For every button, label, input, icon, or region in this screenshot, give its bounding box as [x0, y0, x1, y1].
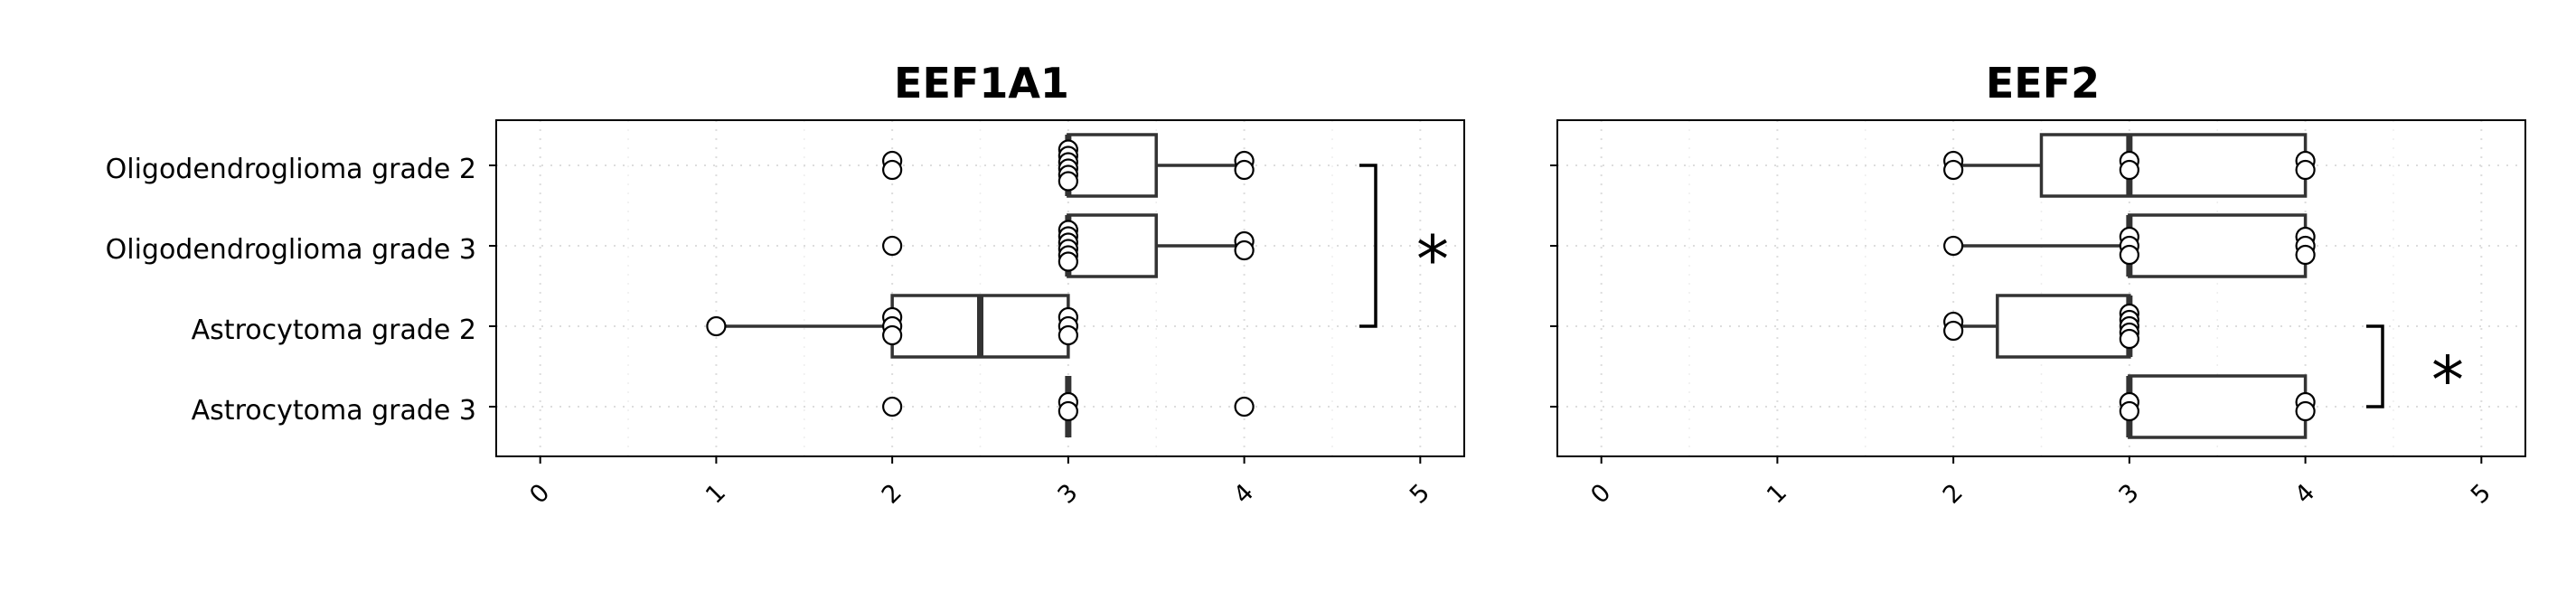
category-label-astrocytoma-grade-2: Astrocytoma grade 2 — [192, 314, 476, 346]
data-point — [1234, 396, 1255, 418]
x-tick-label: 0 — [524, 479, 555, 510]
box-oligodendroglioma-grade-3 — [882, 213, 1255, 278]
iqr-box — [1067, 213, 1158, 278]
x-tick-label: 0 — [1585, 479, 1616, 510]
x-tick-label: 5 — [1405, 479, 1435, 510]
x-tick-label: 2 — [877, 479, 907, 510]
box-astrocytoma-grade-3 — [2119, 374, 2316, 439]
data-point — [1234, 239, 1255, 261]
data-point — [1943, 159, 1964, 181]
x-tick-label: 3 — [1052, 479, 1083, 510]
x-tick-label: 1 — [1762, 479, 1792, 510]
data-point — [1058, 251, 1078, 272]
iqr-box — [2128, 374, 2308, 439]
data-point — [882, 396, 903, 418]
data-point — [2119, 244, 2139, 266]
x-tick-label: 1 — [700, 479, 731, 510]
category-label-astrocytoma-grade-3: Astrocytoma grade 3 — [192, 395, 476, 427]
data-point — [2119, 328, 2139, 350]
data-point — [2119, 159, 2139, 181]
panel-title: EEF1A1 — [894, 59, 1069, 108]
iqr-box — [1067, 133, 1158, 198]
iqr-box — [2039, 133, 2308, 198]
iqr-box — [2128, 213, 2308, 278]
data-point — [882, 324, 903, 346]
significance-star: * — [1416, 221, 1449, 297]
data-point — [2295, 244, 2316, 266]
panel-eef2: EEF2 0 1 2 3 4 5 * — [1550, 59, 2526, 510]
box-oligodendroglioma-grade-2 — [882, 133, 1255, 198]
significance-bracket — [2366, 324, 2384, 408]
x-tick-label: 2 — [1938, 479, 1969, 510]
plot-frame — [495, 119, 1465, 457]
box-oligodendroglioma-grade-2 — [1943, 133, 2316, 198]
x-tick-label: 4 — [2289, 479, 2320, 510]
data-point — [882, 159, 903, 181]
data-point — [1943, 235, 1964, 257]
panel-eef1a1: EEF1A1 Oligodendroglioma grade 2 Oligode… — [106, 59, 1465, 510]
plot-frame — [1556, 119, 2526, 457]
significance-star: * — [2431, 343, 2464, 418]
data-point — [1943, 320, 1964, 342]
category-label-oligodendroglioma-grade-3: Oligodendroglioma grade 3 — [106, 234, 476, 266]
data-point — [706, 315, 727, 337]
box-astrocytoma-grade-2 — [706, 294, 1078, 359]
x-tick-label: 3 — [2113, 479, 2144, 510]
data-point — [1058, 324, 1078, 346]
box-astrocytoma-grade-3 — [882, 376, 1255, 437]
data-point — [1058, 400, 1078, 422]
data-point — [1058, 171, 1078, 192]
data-point — [1234, 159, 1255, 181]
box-astrocytoma-grade-2 — [1943, 294, 2139, 359]
data-point — [2119, 400, 2139, 422]
significance-bracket — [1359, 164, 1377, 328]
iqr-box — [1996, 294, 2131, 359]
x-tick-label: 4 — [1228, 479, 1259, 510]
panel-title: EEF2 — [1986, 59, 2100, 108]
category-label-oligodendroglioma-grade-2: Oligodendroglioma grade 2 — [106, 154, 476, 185]
data-point — [882, 235, 903, 257]
data-point — [2295, 159, 2316, 181]
x-tick-label: 5 — [2466, 479, 2496, 510]
data-point — [2295, 400, 2316, 422]
box-oligodendroglioma-grade-3 — [1943, 213, 2316, 278]
